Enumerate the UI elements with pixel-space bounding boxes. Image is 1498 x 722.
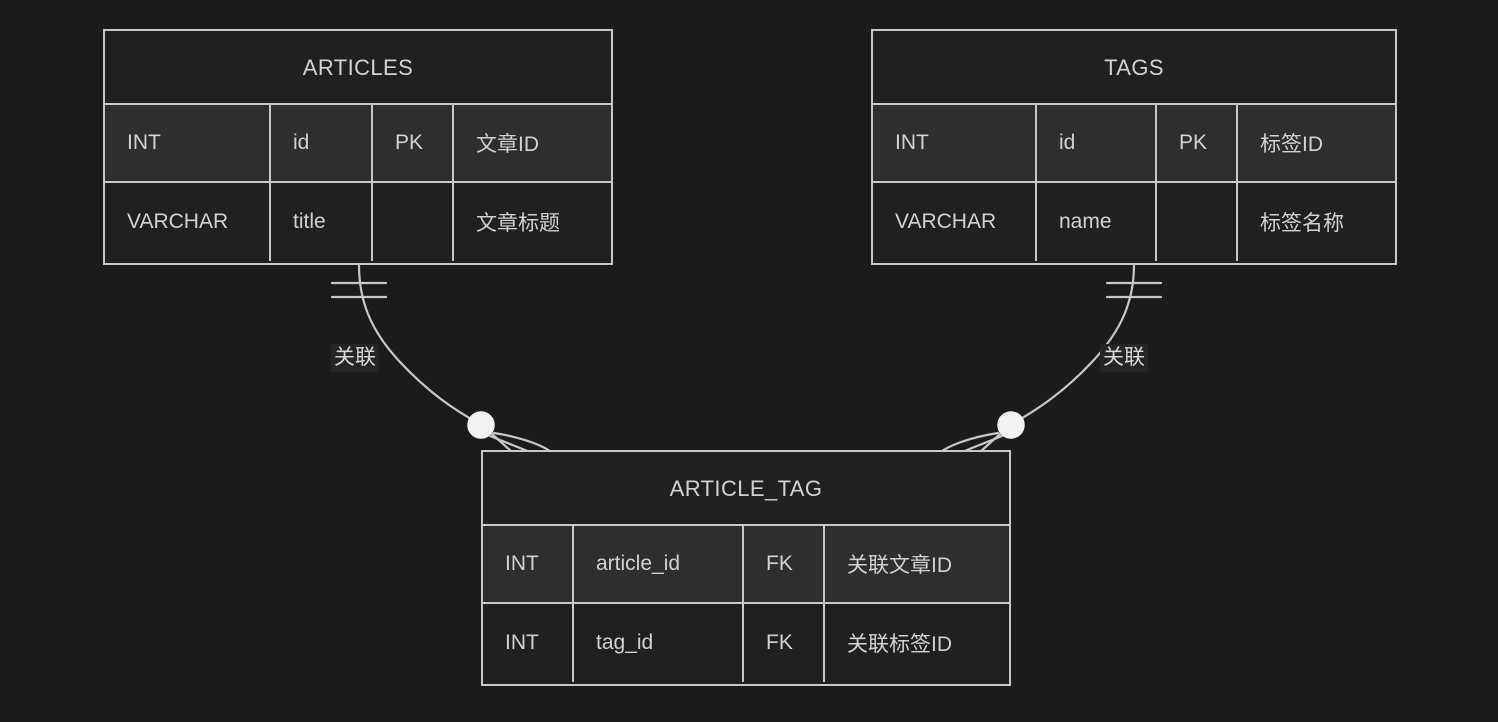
attr-key — [1157, 183, 1238, 261]
attr-name: id — [271, 105, 373, 181]
entity-title-articles: ARTICLES — [105, 31, 611, 105]
relationship-label-articles-article-tag: 关联 — [331, 344, 379, 373]
table-row: INT id PK 文章ID — [105, 105, 611, 183]
attr-comment: 关联文章ID — [847, 554, 952, 577]
attr-name: title — [271, 183, 373, 261]
attr-name: tag_id — [574, 604, 744, 682]
attr-type: INT — [105, 105, 271, 181]
attr-comment: 文章ID — [476, 133, 539, 156]
attr-comment: 标签ID — [1260, 133, 1323, 156]
table-row: INT id PK 标签ID — [873, 105, 1395, 183]
attr-key: FK — [744, 526, 825, 602]
table-row: INT tag_id FK 关联标签ID — [483, 604, 1009, 682]
attr-type: VARCHAR — [105, 183, 271, 261]
attr-key: PK — [373, 105, 454, 181]
cardinality-zero-circle-right — [997, 411, 1025, 439]
table-row: VARCHAR title 文章标题 — [105, 183, 611, 261]
attr-key: PK — [1157, 105, 1238, 181]
attr-key — [373, 183, 454, 261]
table-row: VARCHAR name 标签名称 — [873, 183, 1395, 261]
attr-name: article_id — [574, 526, 744, 602]
entity-tags[interactable]: TAGS INT id PK 标签ID VARCHAR name 标签名称 — [871, 29, 1397, 265]
entity-title-article-tag: ARTICLE_TAG — [483, 452, 1009, 526]
table-row: INT article_id FK 关联文章ID — [483, 526, 1009, 604]
attr-comment: 标签名称 — [1260, 212, 1344, 235]
attr-name: name — [1037, 183, 1157, 261]
attr-type: INT — [483, 604, 574, 682]
cardinality-zero-circle-left — [467, 411, 495, 439]
entity-article-tag[interactable]: ARTICLE_TAG INT article_id FK 关联文章ID INT… — [481, 450, 1011, 686]
attr-comment: 关联标签ID — [847, 633, 952, 656]
attr-name: id — [1037, 105, 1157, 181]
attr-key: FK — [744, 604, 825, 682]
attr-type: INT — [873, 105, 1037, 181]
attr-type: INT — [483, 526, 574, 602]
relationship-label-tags-article-tag: 关联 — [1100, 344, 1148, 373]
entity-articles[interactable]: ARTICLES INT id PK 文章ID VARCHAR title 文章… — [103, 29, 613, 265]
attr-comment: 文章标题 — [476, 212, 560, 235]
attr-type: VARCHAR — [873, 183, 1037, 261]
entity-title-tags: TAGS — [873, 31, 1395, 105]
